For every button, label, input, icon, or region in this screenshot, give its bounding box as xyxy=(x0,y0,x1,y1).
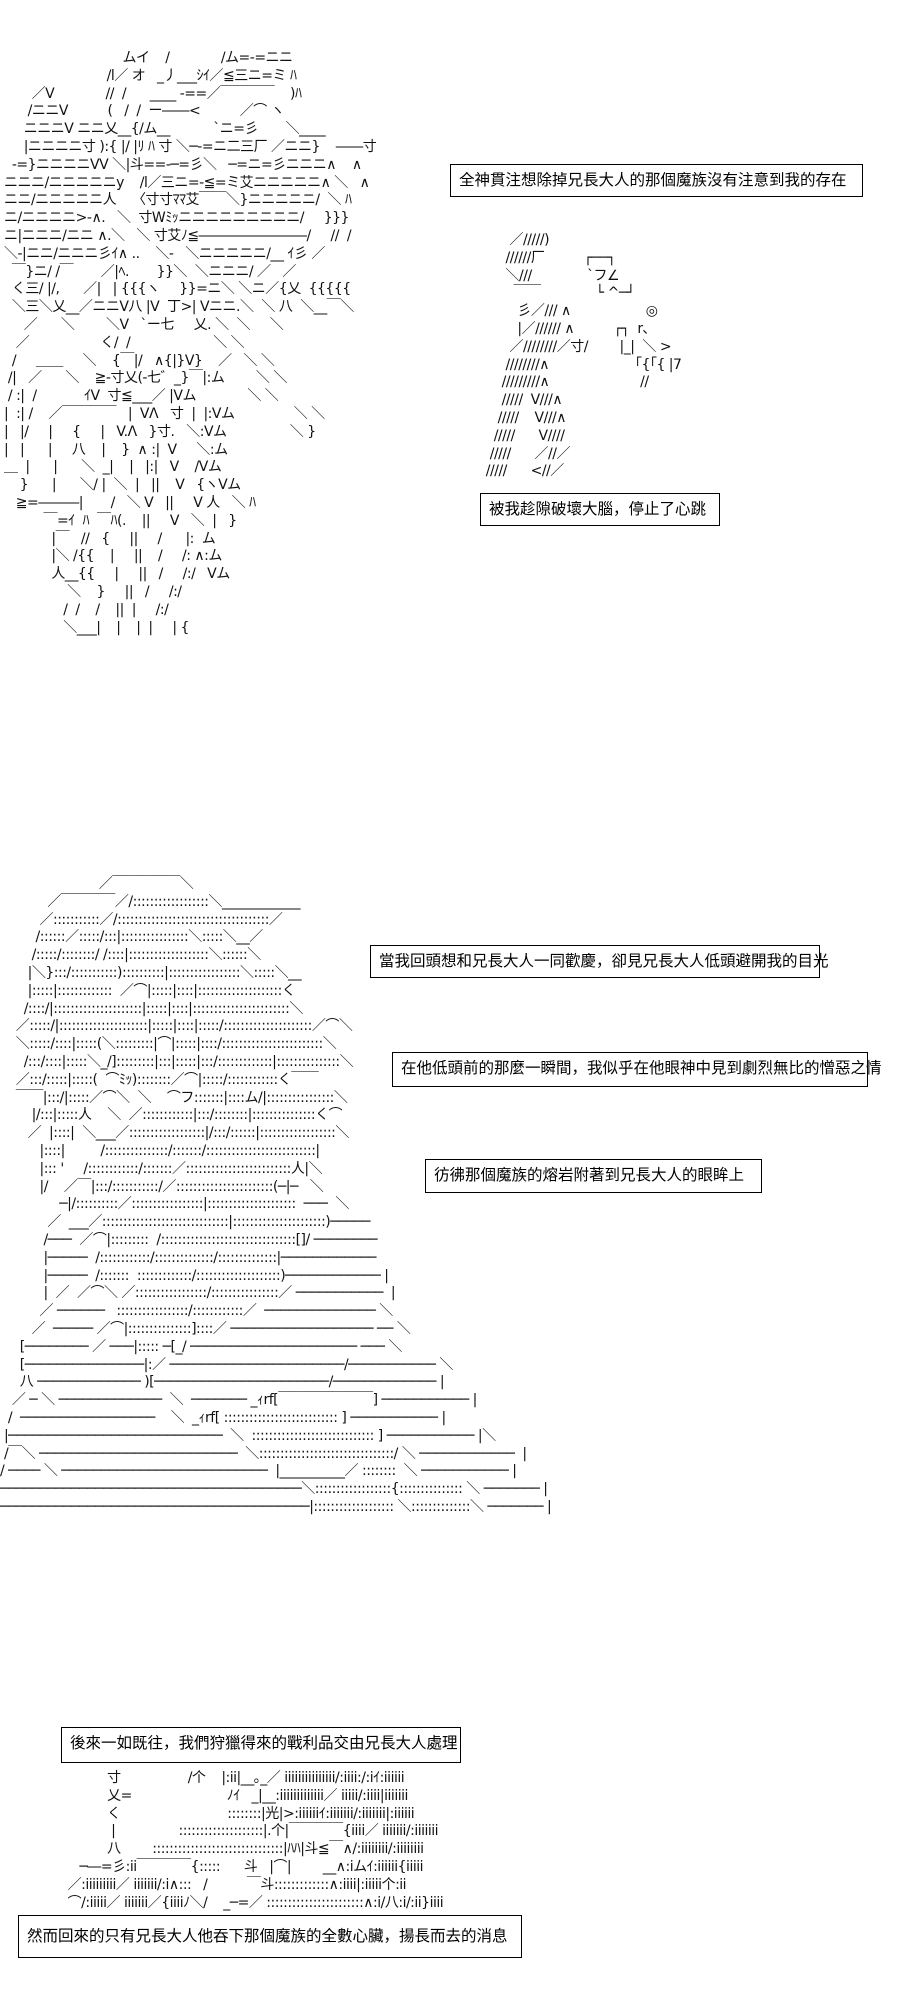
caption-text: 彷彿那個魔族的熔岩附著到兄長大人的眼眸上 xyxy=(434,1166,745,1184)
ascii-art-running-figure: ／/////) //////厂 ┌──┐ ＼/// `フ∠ ￣￣ └ ^─┘ 彡… xyxy=(485,232,682,480)
caption-box-7: 然而回來的只有兄長大人他吞下那個魔族的全數心臟，揚長而去的消息 xyxy=(18,1915,522,1958)
caption-text: 被我趁隙破壞大腦，停止了心跳 xyxy=(489,500,707,518)
caption-text: 在他低頭前的那麼一瞬間，我似乎在他眼神中見到劇烈無比的憎惡之情 xyxy=(401,1059,882,1077)
caption-box-6: 後來一如既往，我們狩獵得來的戰利品交由兄長大人處理 xyxy=(61,1727,461,1763)
caption-text: 後來一如既往，我們狩獵得來的戰利品交由兄長大人處理 xyxy=(70,1734,458,1752)
ascii-art-panel-1: ムイ / /ム=-=ニニ /l／ オ _丿___ｼｲ／≦三ニ=ミ ﾊ ／V //… xyxy=(3,50,377,636)
caption-box-2: 被我趁隙破壞大腦，停止了心跳 xyxy=(480,493,720,526)
caption-box-1: 全神貫注想除掉兄長大人的那個魔族沒有注意到我的存在 xyxy=(450,164,863,197)
caption-text: 全神貫注想除掉兄長大人的那個魔族沒有注意到我的存在 xyxy=(459,171,847,189)
caption-box-4: 在他低頭前的那麼一瞬間，我似乎在他眼神中見到劇烈無比的憎惡之情 xyxy=(392,1052,882,1087)
ascii-art-panel-3: 寸 /个 |:ii|__｡_／ iiiiiiiiiiiiiii/:iiii:/:… xyxy=(67,1770,444,1911)
caption-text: 當我回頭想和兄長大人一同歡慶，卻見兄長大人低頭避開我的目光 xyxy=(379,952,829,970)
caption-text: 然而回來的只有兄長大人他吞下那個魔族的全數心臟，揚長而去的消息 xyxy=(27,1927,508,1945)
caption-box-3: 當我回頭想和兄長大人一同歡慶，卻見兄長大人低頭避開我的目光 xyxy=(370,945,829,978)
caption-box-5: 彷彿那個魔族的熔岩附著到兄長大人的眼眸上 xyxy=(425,1159,762,1193)
ascii-art-panel-2: ／￣￣￣￣￣＼ ／￣￣￣￣／/::::::::::::::::::＼______… xyxy=(0,876,552,1515)
